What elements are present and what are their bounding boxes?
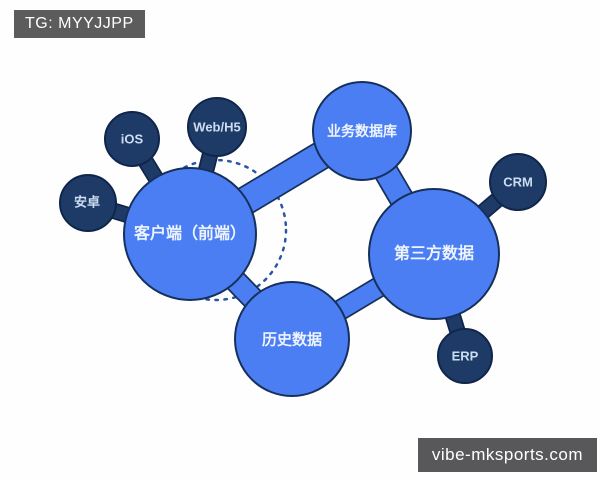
node-history[interactable] (234, 281, 350, 397)
node-business-db[interactable] (312, 81, 412, 181)
node-client[interactable] (123, 167, 257, 301)
tg-watermark-badge: TG: MYYJJPP (14, 10, 145, 38)
node-crm[interactable] (489, 153, 547, 211)
node-web-h5[interactable] (187, 97, 247, 157)
site-watermark-badge: vibe-mksports.com (417, 438, 597, 472)
node-ios[interactable] (104, 111, 160, 167)
node-third-party[interactable] (368, 188, 500, 320)
node-erp[interactable] (437, 328, 493, 384)
node-android[interactable] (59, 174, 117, 232)
